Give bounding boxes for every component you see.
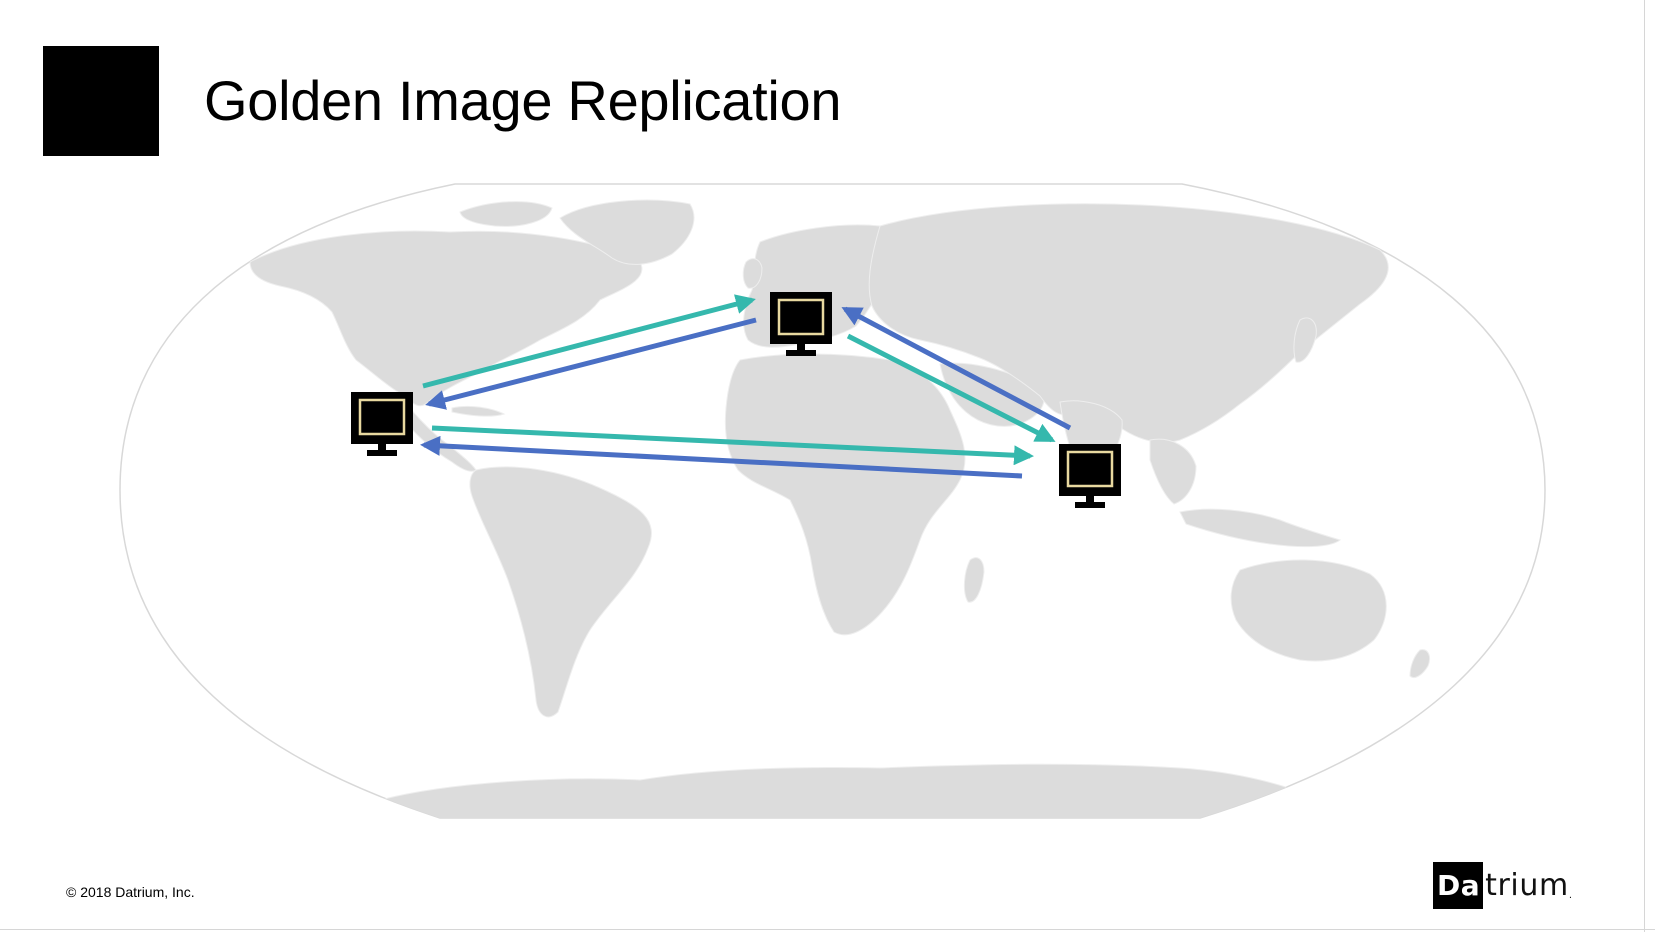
landmass-new-zealand [1409,649,1431,679]
arrow-americas-to-asia [431,425,1034,466]
arrow-europe-to-americas [425,317,757,410]
landmass-british-isles [742,258,763,289]
copyright-notice: © 2018 Datrium, Inc. [66,884,195,900]
logo-boxed-text: Da [1433,862,1484,909]
landmass-greenland [559,199,695,265]
arrow-asia-to-americas [420,435,1023,479]
slide-right-border [1644,0,1645,932]
slide-title: Golden Image Replication [204,69,842,132]
landmass-asia [868,203,1389,443]
landmass-japan [1293,317,1317,363]
landmass-caribbean [451,405,506,417]
arrow-europe-to-asia [846,333,1056,443]
landmass-antarctica [379,763,1321,818]
monitor-icon [351,392,413,456]
landmass-north-america [249,230,643,407]
datrium-logo: Da trium . [1433,862,1572,909]
landmass-south-america [469,466,652,718]
landmass-arctic-islands [459,201,553,227]
landmass-southeast-asia [1149,438,1197,505]
landmass-indonesia [1179,508,1342,548]
slide-bottom-border [0,929,1655,930]
landmass-australia [1230,559,1387,662]
monitor-icon [1059,444,1121,508]
arrow-asia-to-europe [841,306,1072,431]
title-square [43,46,159,156]
arrow-americas-to-europe [422,294,756,389]
logo-mark: . [1568,890,1572,901]
logo-text: trium [1485,868,1569,903]
landmass-madagascar [963,557,985,603]
monitor-icon [770,292,832,356]
